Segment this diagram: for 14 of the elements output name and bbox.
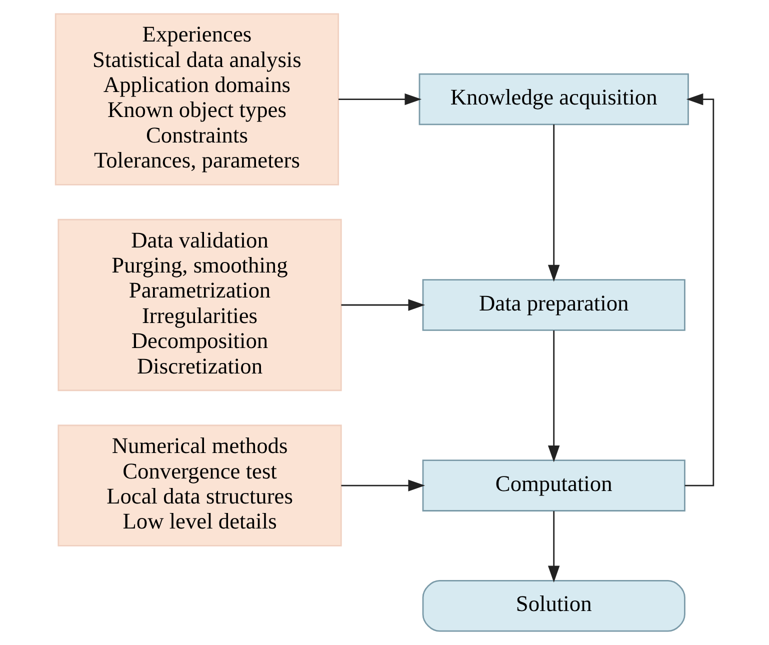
arrow — [684, 93, 714, 486]
arrow — [548, 124, 560, 282]
node-box: Data preparation — [422, 279, 686, 331]
arrow — [341, 299, 426, 311]
node-box: Data validation Purging, smoothing Parametrization Irregularities Decomposition Discretization — [58, 218, 342, 392]
node-box: Experiences Statistical data analysis Application domains Known object types Constraints Tolerances, parameters — [54, 13, 340, 186]
node-box: Numerical methods Convergence test Local data structures Low level details — [58, 424, 342, 546]
arrow — [341, 480, 426, 492]
node-box: Knowledge acquisition — [418, 73, 689, 126]
node-box: Solution — [422, 580, 686, 632]
arrow — [338, 93, 422, 106]
node-box: Computation — [422, 460, 686, 512]
arrow — [548, 330, 560, 462]
arrow — [548, 511, 560, 583]
